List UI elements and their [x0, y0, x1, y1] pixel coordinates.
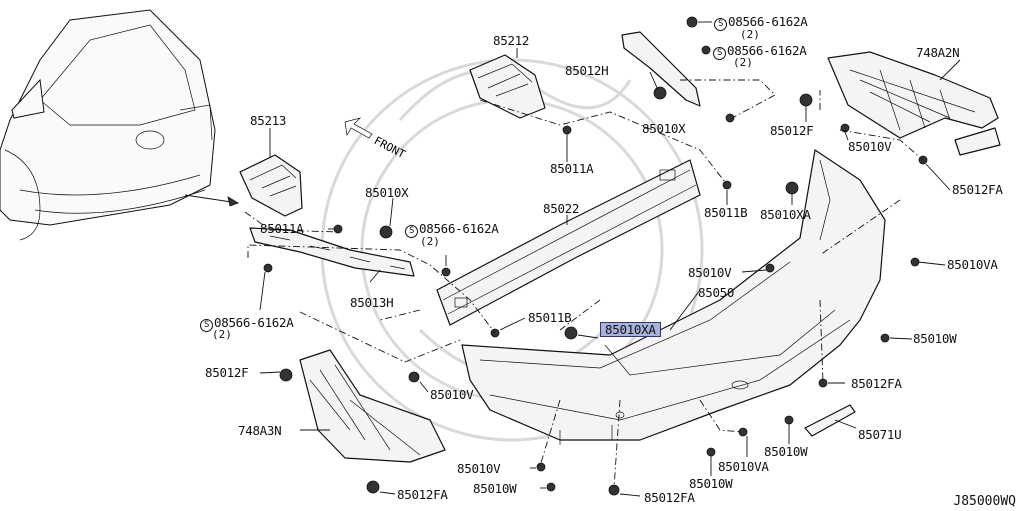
- qty-bolt-4: (2): [212, 328, 232, 341]
- label-85010w-right[interactable]: 85010W: [913, 331, 957, 346]
- label-85010v-bottom[interactable]: 85010V: [457, 461, 501, 476]
- label-85010va-right[interactable]: 85010VA: [947, 257, 998, 272]
- right-bracket-85212: [469, 54, 546, 119]
- label-85010v-mid[interactable]: 85010V: [688, 265, 732, 280]
- reflector-85071u: [804, 404, 856, 437]
- label-85213[interactable]: 85213: [250, 113, 287, 128]
- bumper-fascia-85050: [461, 149, 886, 445]
- label-85011a-left[interactable]: 85011A: [260, 221, 304, 236]
- label-85012fa-mid[interactable]: 85012FA: [851, 376, 902, 391]
- bumper-strip-85012h: [621, 31, 701, 107]
- under-cover-748a2n: [827, 51, 1001, 156]
- label-85011b-mid[interactable]: 85011B: [528, 310, 572, 325]
- label-85012h[interactable]: 85012H: [565, 63, 609, 78]
- qty-bolt-3: (2): [420, 235, 440, 248]
- label-85010v-left[interactable]: 85010V: [430, 387, 474, 402]
- vehicle-rear-illustration: [0, 9, 216, 241]
- front-direction-arrow: [344, 117, 373, 139]
- label-85012fa-bottom-left[interactable]: 85012FA: [397, 487, 448, 502]
- label-85071u[interactable]: 85071U: [858, 427, 902, 442]
- qty-bolt-2: (2): [733, 56, 753, 69]
- label-748a2n[interactable]: 748A2N: [916, 45, 960, 60]
- reference-lines: [244, 79, 924, 489]
- label-85010x-top[interactable]: 85010X: [642, 121, 686, 136]
- label-85010va-bottom[interactable]: 85010VA: [718, 459, 769, 474]
- qty-bolt-1: (2): [740, 28, 760, 41]
- label-85011b-top[interactable]: 85011B: [704, 205, 748, 220]
- diagram-code: J85000WQ: [953, 494, 1016, 509]
- label-85212[interactable]: 85212: [493, 33, 530, 48]
- label-85022[interactable]: 85022: [543, 201, 580, 216]
- label-85010w-bottom-right[interactable]: 85010W: [689, 476, 733, 491]
- s-symbol-icon: S: [714, 18, 727, 31]
- under-cover-748a3n: [299, 349, 446, 463]
- s-symbol-icon: S: [405, 225, 418, 238]
- label-85012fa-bottom[interactable]: 85012FA: [644, 490, 695, 505]
- s-symbol-icon: S: [200, 319, 213, 332]
- s-symbol-icon: S: [713, 47, 726, 60]
- label-85010xa-highlighted[interactable]: 85010XA: [600, 322, 661, 337]
- label-85050[interactable]: 85050: [698, 285, 735, 300]
- label-85010w-mid[interactable]: 85010W: [764, 444, 808, 459]
- label-85010xa-top[interactable]: 85010XA: [760, 207, 811, 222]
- label-85010w-bottom[interactable]: 85010W: [473, 481, 517, 496]
- label-85013h[interactable]: 85013H: [350, 295, 394, 310]
- fasteners: [263, 16, 928, 496]
- leader-lines: [259, 21, 961, 497]
- label-85012f-top[interactable]: 85012F: [770, 123, 814, 138]
- label-85011a-top[interactable]: 85011A: [550, 161, 594, 176]
- label-85012fa-top[interactable]: 85012FA: [952, 182, 1003, 197]
- label-85012f-left[interactable]: 85012F: [205, 365, 249, 380]
- left-bracket-85213: [239, 154, 303, 217]
- label-748a3n[interactable]: 748A3N: [238, 423, 282, 438]
- label-85010x-mid[interactable]: 85010X: [365, 185, 409, 200]
- label-85010v-top[interactable]: 85010V: [848, 139, 892, 154]
- reinforcement-beam-85022: [436, 159, 701, 326]
